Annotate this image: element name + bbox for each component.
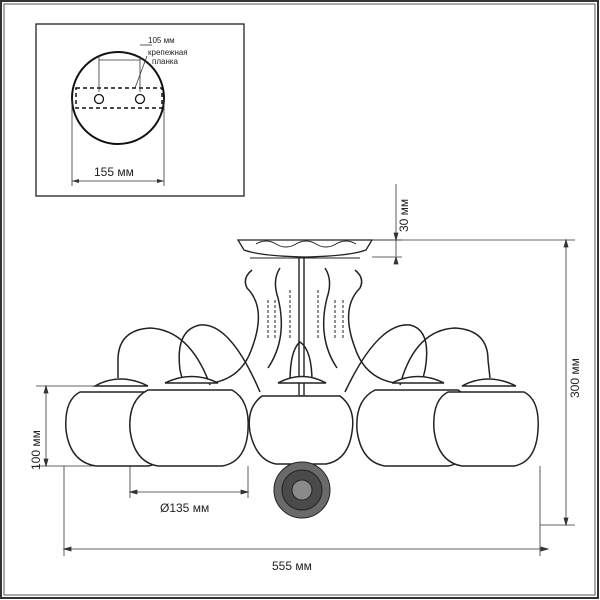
shade-5 [433,378,539,467]
shade-diameter-dimension [128,466,250,498]
canopy-height-label: 30 мм [397,199,411,232]
mount-plate-circle [71,51,165,145]
shade-diameter-label: Ø135 мм [160,501,209,515]
shade-2 [129,375,249,467]
shade-3 [248,375,354,465]
base-diameter-label: 155 мм [94,165,134,179]
canopy [236,239,374,259]
bracket-label-line1: крепежная [148,48,188,57]
crystal-drops [267,290,344,340]
total-width-dimension [62,466,550,556]
shade-height-dimension [36,384,95,468]
total-height-dimension [372,238,575,527]
chandelier-arms [117,267,491,393]
plate-width-label: 105 мм [148,36,175,45]
total-width-label: 555 мм [272,559,312,573]
total-height-label: 300 мм [568,358,582,398]
mounting-bracket [75,87,163,109]
crystal-pendant [273,461,331,519]
screw-hole-right [134,93,146,105]
mount-plate-inset: 105 мм крепежная планка 155 мм [35,23,245,197]
outer-frame-inner [3,3,596,596]
screw-hole-left [93,93,105,105]
shade-height-label: 100 мм [29,430,43,470]
bracket-label-line2: планка [152,57,179,66]
